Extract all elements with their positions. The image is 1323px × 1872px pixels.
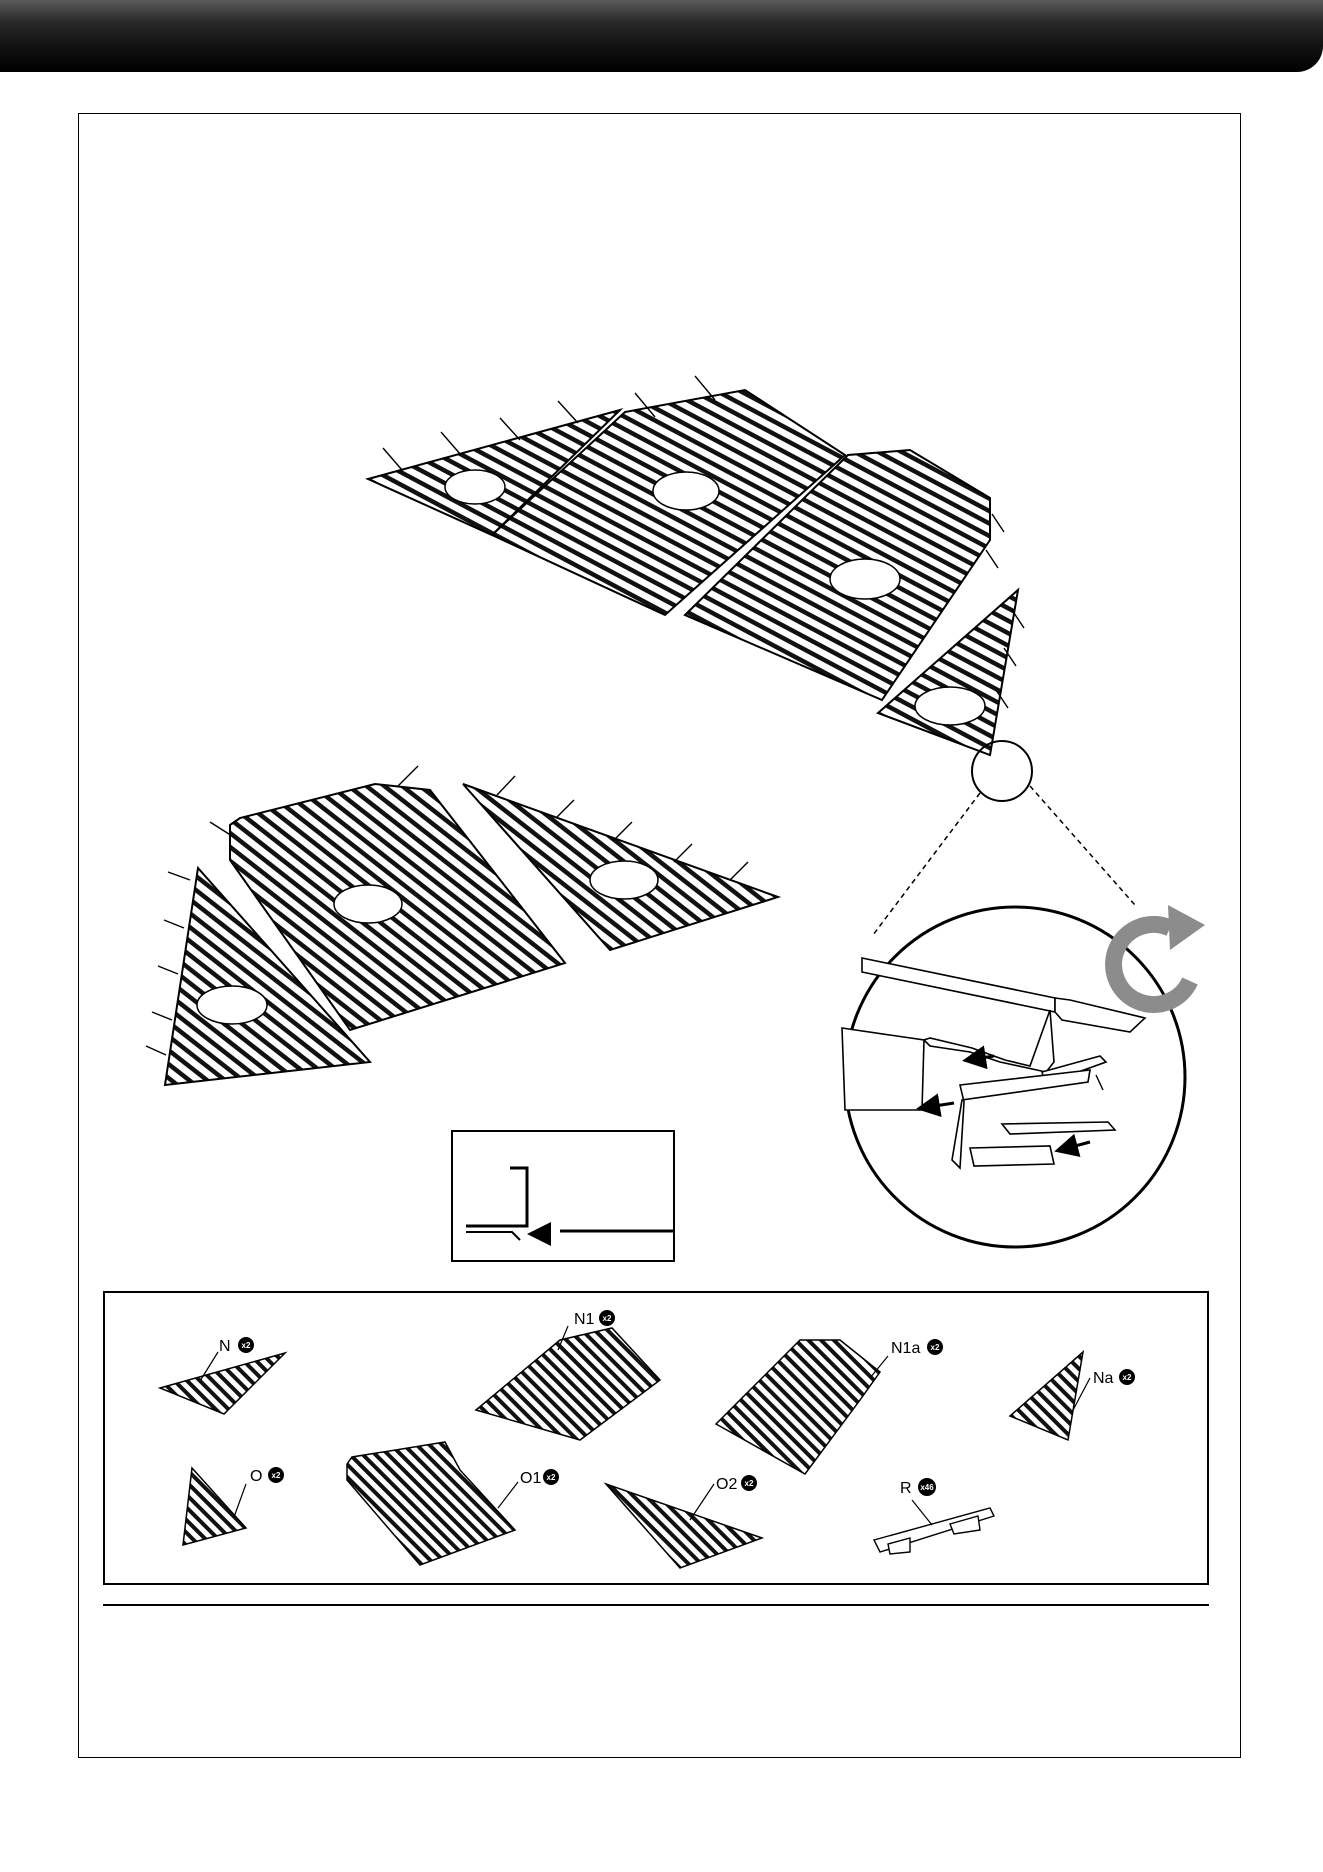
- upper-panel-n-label-oval: [445, 470, 505, 504]
- detail-source-circle: [972, 741, 1032, 801]
- footer-rule: [103, 1604, 1209, 1606]
- upper-panel-n1a-label-oval: [830, 559, 900, 599]
- lower-panel-o1-label-oval: [334, 885, 402, 923]
- detail-callout: [842, 741, 1205, 1247]
- lower-panel-o-label-oval: [197, 986, 267, 1024]
- upper-panel-n1-label-oval: [653, 472, 719, 510]
- lower-panel-o2-label-oval: [590, 861, 658, 899]
- parts-list-box: [103, 1291, 1209, 1585]
- upper-roof-assembly: [368, 376, 1024, 755]
- edge-detail-inset: [452, 1131, 674, 1261]
- lower-roof-assembly: [146, 766, 778, 1085]
- upper-panel-na-label-oval: [915, 687, 985, 725]
